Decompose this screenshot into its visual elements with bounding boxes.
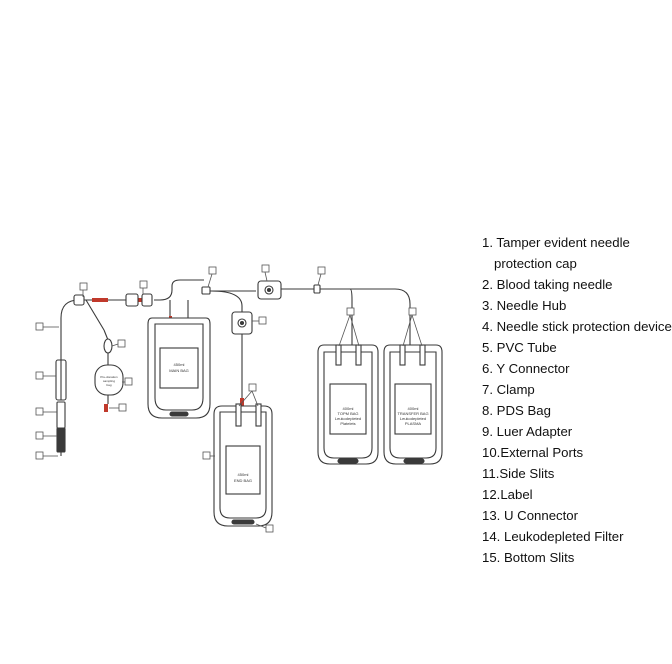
callout-box — [118, 403, 127, 412]
pds-clamp — [103, 338, 113, 354]
legend-item-9: 9. Luer Adapter — [482, 424, 573, 439]
callout-box — [346, 307, 355, 316]
topm-bag-name: TOPM BAG — [337, 411, 358, 416]
main-bag-name: MAIN BAG — [169, 368, 189, 373]
legend-item-1-continuation: protection cap — [494, 256, 577, 271]
end-bag: 450ml END BAG — [213, 403, 273, 527]
callout-box — [408, 307, 417, 316]
legend-item-5: 5. PVC Tube — [482, 340, 557, 355]
legend-item-10: 10.External Ports — [482, 445, 584, 460]
callout-box — [317, 266, 326, 275]
topm-bag-content: Platelets — [340, 421, 355, 426]
transfer-bag-volume: 400ml — [408, 406, 419, 411]
pds-needle-marker — [104, 404, 108, 412]
transfer-bag-label — [394, 383, 432, 435]
callout-box — [261, 264, 270, 273]
callout-box — [265, 524, 274, 533]
callout-box — [208, 266, 217, 275]
legend-item-7: 7. Clamp — [482, 382, 535, 397]
legend-item-2: 2. Blood taking needle — [482, 277, 613, 292]
needle-hub — [56, 401, 66, 429]
hub-marker — [136, 298, 142, 302]
topm-bag: 400ml TOPM BAG Leukodepleted Platelets — [317, 344, 379, 465]
needle-assembly — [55, 359, 67, 456]
callout-markers — [35, 264, 423, 533]
legend-item-13: 13. U Connector — [482, 508, 579, 523]
clamp-marker — [92, 298, 108, 302]
legend-item-6: 6. Y Connector — [482, 361, 570, 376]
legend-list: 1. Tamper evident needle protection cap … — [482, 232, 672, 568]
legend-item-4: 4. Needle stick protection device — [482, 319, 672, 334]
legend-item-14: 14. Leukodepleted Filter — [482, 529, 624, 544]
callout-box — [248, 383, 257, 392]
pds-bag-line1: Pre-donation — [100, 375, 118, 379]
legend-item-11: 11.Side Slits — [482, 466, 555, 481]
legend-item-15: 15. Bottom Slits — [482, 550, 575, 565]
main-bag-volume: 450ml — [174, 362, 185, 367]
main-bag-label — [159, 347, 199, 389]
transfer-bag-content: PLASMA — [405, 421, 422, 426]
transfer-bag-name: TRANSFER BAG — [397, 411, 428, 416]
end-bag-label — [225, 445, 261, 495]
pds-bag-line2: sampling — [103, 379, 115, 383]
topm-bag-volume: 400ml — [343, 406, 354, 411]
legend-item-8: 8. PDS Bag — [482, 403, 551, 418]
callout-box — [139, 280, 148, 289]
leukodepleted-filter — [231, 311, 253, 335]
transfer-bag: 400ml TRANSFER BAG Leukodepleted PLASMA — [383, 344, 443, 465]
legend-item-1: 1. Tamper evident needle protection cap — [482, 232, 672, 274]
topm-bag-type: Leukodepleted — [335, 416, 361, 421]
callout-box — [35, 451, 44, 460]
blood-bag-system-diagram: Pre-donation sampling bag 450ml MAIN BAG… — [35, 264, 443, 533]
topm-bag-label — [329, 383, 367, 435]
callout-box — [202, 451, 211, 460]
callout-box — [258, 316, 267, 325]
y-connector — [73, 293, 153, 307]
callout-box — [35, 322, 44, 331]
needle-cap — [56, 427, 66, 453]
legend-item-3: 3. Needle Hub — [482, 298, 567, 313]
callout-box — [35, 407, 44, 416]
pds-bag — [94, 364, 124, 396]
end-bag-name: END BAG — [234, 478, 252, 483]
callout-box — [35, 431, 44, 440]
callout-box — [124, 377, 133, 386]
callout-box — [79, 282, 88, 291]
callout-box — [117, 339, 126, 348]
main-bag: 450ml MAIN BAG — [147, 317, 211, 419]
callout-box — [35, 371, 44, 380]
pds-bag-line3: bag — [106, 383, 111, 387]
transfer-bag-type: Leukodepleted — [400, 416, 426, 421]
end-bag-volume: 450ml — [238, 472, 249, 477]
u-connector — [201, 280, 321, 300]
legend-item-1-text: 1. Tamper evident needle — [482, 235, 630, 250]
pds-bag-assembly: Pre-donation sampling bag — [94, 329, 124, 404]
legend-item-12: 12.Label — [482, 487, 533, 502]
